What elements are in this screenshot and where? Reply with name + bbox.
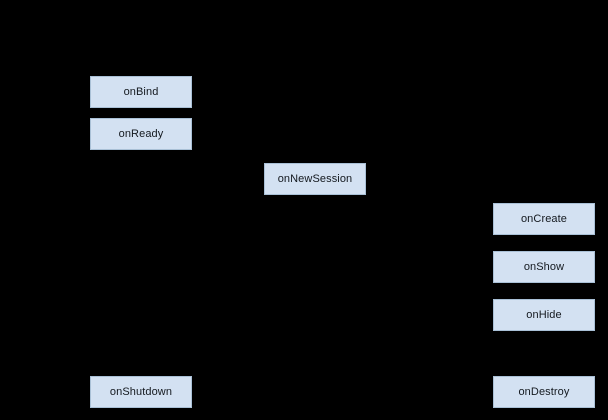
node-on-hide[interactable]: onHide xyxy=(493,299,595,331)
node-label-on-new-session: onNewSession xyxy=(277,172,353,185)
node-on-destroy[interactable]: onDestroy xyxy=(493,376,595,408)
connector-ready-to-newsession xyxy=(141,179,264,180)
node-label-on-shutdown: onShutdown xyxy=(109,385,173,398)
lifeline-left xyxy=(141,108,142,376)
node-on-shutdown[interactable]: onShutdown xyxy=(90,376,192,408)
node-on-show[interactable]: onShow xyxy=(493,251,595,283)
node-label-on-bind: onBind xyxy=(123,85,159,98)
node-label-on-destroy: onDestroy xyxy=(518,385,570,398)
lifeline-middle xyxy=(315,195,316,376)
node-label-on-create: onCreate xyxy=(520,212,568,225)
node-on-bind[interactable]: onBind xyxy=(90,76,192,108)
node-label-on-show: onShow xyxy=(523,260,565,273)
node-label-on-hide: onHide xyxy=(526,308,562,321)
node-label-on-ready: onReady xyxy=(118,127,164,140)
node-on-ready[interactable]: onReady xyxy=(90,118,192,150)
node-on-create[interactable]: onCreate xyxy=(493,203,595,235)
node-on-new-session[interactable]: onNewSession xyxy=(264,163,366,195)
connector-newsession-to-create xyxy=(315,219,493,220)
